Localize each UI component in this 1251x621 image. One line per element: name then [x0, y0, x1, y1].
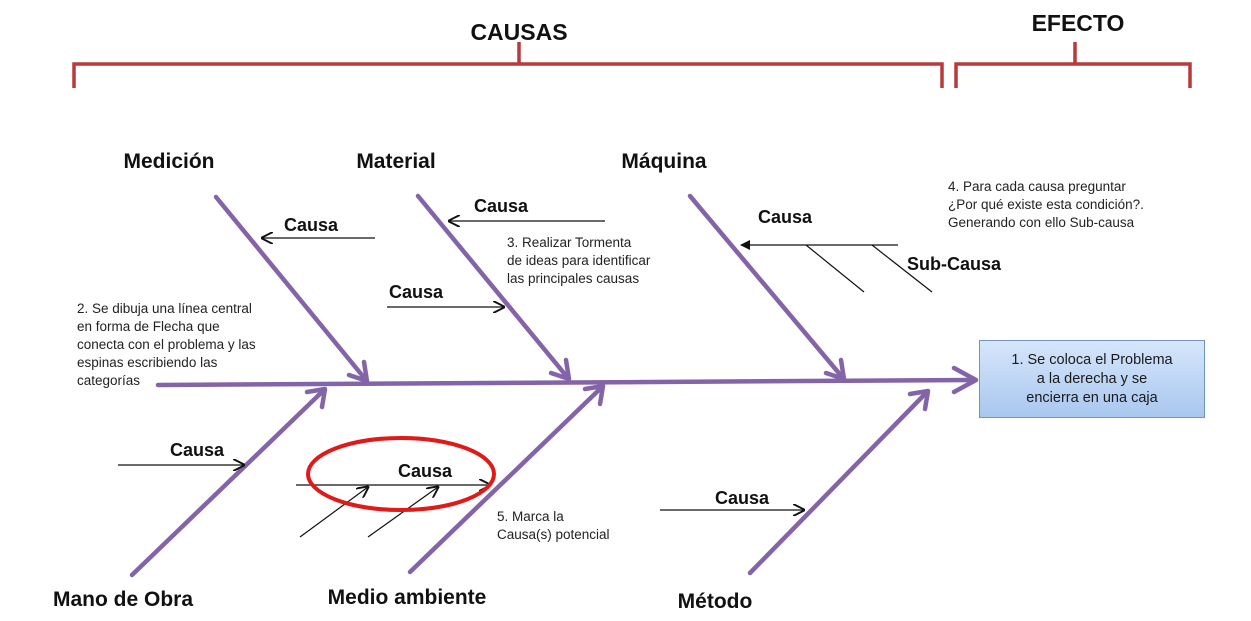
bone-medio-ambiente	[407, 383, 606, 575]
cause-label-medio-ambiente: Causa	[398, 461, 453, 481]
step-2-note: 2. Se dibuja una línea central en forma …	[77, 301, 259, 388]
problem-line-2: a la derecha y se	[1036, 370, 1148, 387]
effect-header: EFECTO	[1032, 10, 1125, 36]
causes-header: CAUSAS	[470, 19, 567, 45]
cause-label-maquina: Causa	[758, 207, 813, 227]
category-metodo: Método	[678, 590, 753, 613]
cause-label-material-upper: Causa	[474, 196, 529, 216]
category-medio-ambiente: Medio ambiente	[328, 586, 487, 609]
problem-line-3: encierra en una caja	[1026, 389, 1158, 406]
bone-maquina	[687, 193, 847, 382]
bone-medicion	[213, 194, 370, 384]
cause-label-material-lower: Causa	[389, 282, 444, 302]
cause-label-metodo: Causa	[715, 488, 770, 508]
step-5-note: 5. Marca la Causa(s) potencial	[497, 509, 610, 542]
sub-cause-arrow-1	[299, 487, 368, 538]
bone-material	[415, 193, 572, 382]
sub-cause-line-2	[871, 244, 933, 293]
problem-line-1: 1. Se coloca el Problema	[1011, 351, 1173, 368]
category-mano-de-obra: Mano de Obra	[53, 588, 193, 611]
cause-label-medicion: Causa	[284, 215, 339, 235]
cause-label-mano-de-obra: Causa	[170, 440, 225, 460]
problem-text: 1. Se coloca el Problema a la derecha y …	[1011, 351, 1172, 408]
potential-cause-highlight	[306, 436, 496, 512]
category-medicion: Medición	[123, 150, 214, 173]
bone-mano-de-obra	[129, 386, 328, 578]
sub-cause-label: Sub-Causa	[907, 254, 1002, 274]
category-maquina: Máquina	[621, 150, 706, 173]
sub-cause-line-1	[805, 244, 865, 293]
causes-bracket	[72, 42, 944, 88]
effect-bracket	[954, 42, 1192, 88]
step-4-note: 4. Para cada causa preguntar ¿Por qué ex…	[948, 179, 1148, 230]
step-3-note: 3. Realizar Tormenta de ideas para ident…	[507, 235, 654, 286]
bone-metodo	[747, 388, 931, 576]
main-spine	[155, 365, 979, 395]
problem-box: 1. Se coloca el Problema a la derecha y …	[979, 340, 1205, 418]
category-material: Material	[356, 150, 435, 173]
sub-cause-arrow-2	[367, 487, 438, 538]
